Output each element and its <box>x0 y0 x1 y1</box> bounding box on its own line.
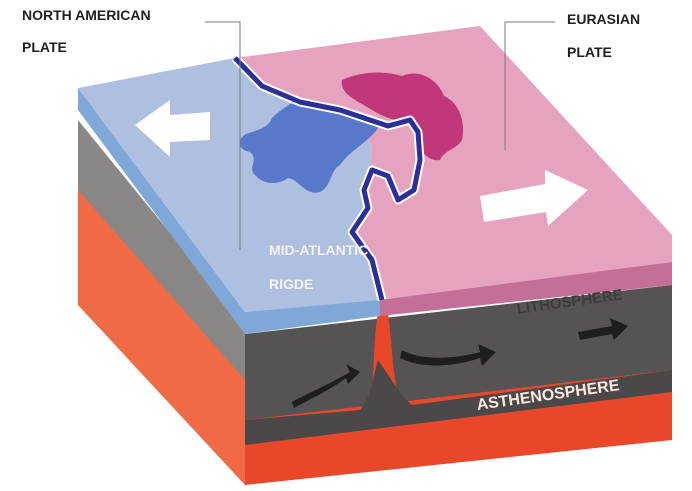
north-american-label-line1: NORTH AMERICAN <box>22 8 151 22</box>
mid-atlantic-ridge-label-line1: MID-ATLANTIC <box>269 243 368 257</box>
north-american-label-line2: PLATE <box>22 40 67 54</box>
mid-atlantic-ridge-label-line2: RIGDE <box>269 277 313 291</box>
eurasian-label-line2: PLATE <box>567 45 612 59</box>
eurasian-label-line1: EURASIAN <box>567 12 640 26</box>
